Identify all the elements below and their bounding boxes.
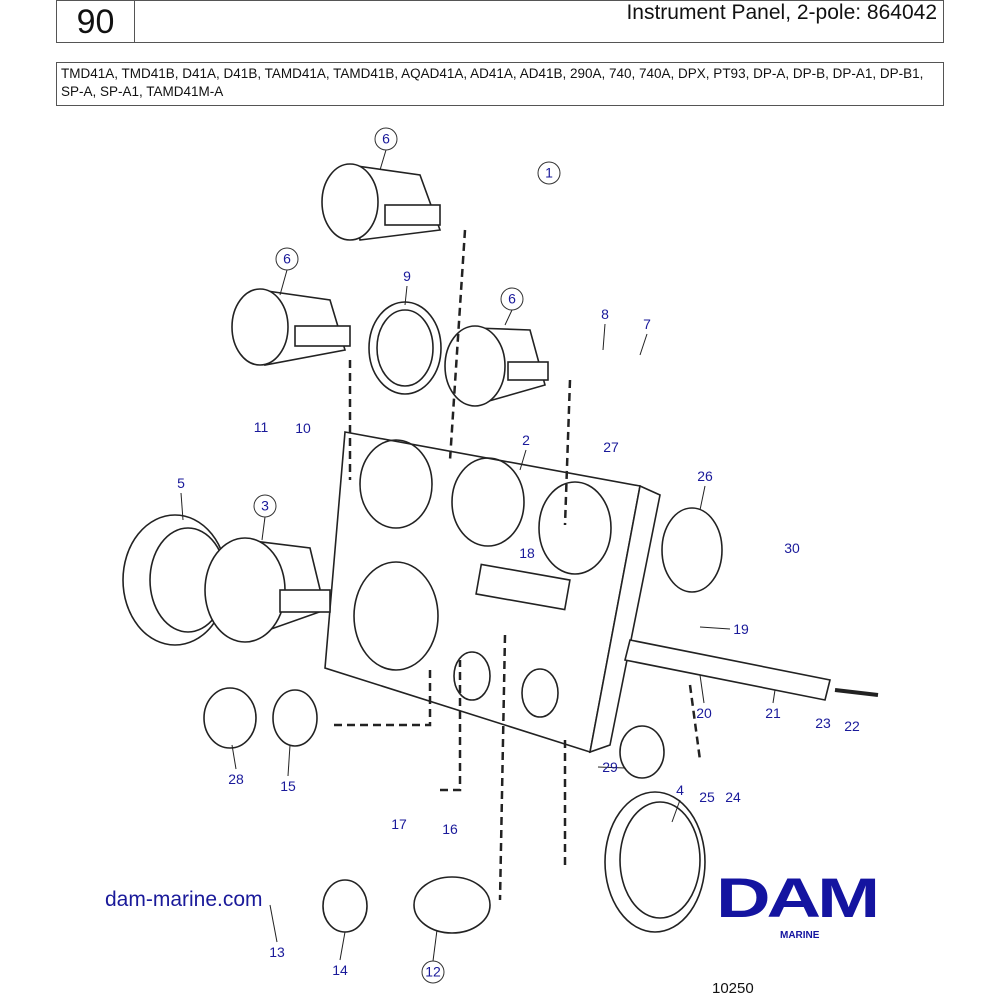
header-box: 90 Instrument Panel, 2-pole: 864042 — [56, 0, 944, 43]
cover-4 — [604, 791, 706, 933]
logo-subtitle: MARINE — [780, 930, 820, 941]
callout-19: 19 — [733, 621, 749, 637]
callout-6: 6 — [500, 287, 524, 311]
bezel-26 — [661, 507, 723, 593]
instrument-panel — [324, 431, 641, 754]
bracket-21 — [624, 639, 831, 701]
callout-7: 7 — [643, 316, 651, 332]
callout-27: 27 — [603, 439, 619, 455]
bezel-9 — [368, 301, 442, 395]
callout-6: 6 — [374, 127, 398, 151]
warning-light-strip — [475, 563, 571, 611]
figure-number: 10250 — [712, 980, 754, 997]
callout-2: 2 — [522, 432, 530, 448]
assembly-lines — [330, 229, 702, 901]
callout-21: 21 — [765, 705, 781, 721]
callout-23: 23 — [815, 715, 831, 731]
callout-11: 11 — [253, 419, 269, 435]
gauge-left — [231, 288, 351, 366]
callout-9: 9 — [403, 268, 411, 284]
callout-20: 20 — [696, 705, 712, 721]
cover-28 — [203, 687, 257, 749]
panel-hole — [359, 439, 433, 529]
page-title: Instrument Panel, 2-pole: 864042 — [626, 1, 937, 24]
callout-6: 6 — [275, 247, 299, 271]
panel-hole — [453, 651, 491, 701]
callout-14: 14 — [332, 962, 348, 978]
callout-5: 5 — [177, 475, 185, 491]
callout-17: 17 — [391, 816, 407, 832]
callout-15: 15 — [280, 778, 296, 794]
bezel-9-inner — [376, 309, 434, 387]
callout-29: 29 — [602, 759, 618, 775]
screw-22 — [834, 688, 879, 697]
website-link[interactable]: dam-marine.com — [105, 888, 263, 911]
callout-28: 28 — [228, 771, 244, 787]
callout-10: 10 — [295, 420, 311, 436]
section-number: 90 — [57, 1, 135, 42]
callout-26: 26 — [697, 468, 713, 484]
callout-30: 30 — [784, 540, 800, 556]
panel-edge — [588, 484, 661, 754]
panel-hole — [451, 457, 525, 547]
key-switch-housing — [413, 876, 491, 934]
connector-29 — [619, 725, 665, 779]
buzzer-15 — [272, 689, 318, 747]
panel-hole — [521, 668, 559, 718]
gauge-large — [204, 537, 331, 643]
callout-16: 16 — [442, 821, 458, 837]
leader-lines — [180, 149, 776, 962]
callout-18: 18 — [519, 545, 535, 561]
callout-22: 22 — [844, 718, 860, 734]
model-list: TMD41A, TMD41B, D41A, D41B, TAMD41A, TAM… — [56, 62, 944, 106]
callout-12: 12 — [421, 960, 445, 984]
callout-4: 4 — [676, 782, 684, 798]
dam-logo: DAM — [716, 866, 880, 929]
panel-hole — [538, 481, 612, 575]
callout-1: 1 — [537, 161, 561, 185]
callout-3: 3 — [253, 494, 277, 518]
callout-24: 24 — [725, 789, 741, 805]
gauge-top — [321, 163, 442, 241]
callout-8: 8 — [601, 306, 609, 322]
callout-13: 13 — [269, 944, 285, 960]
nut-14 — [322, 879, 368, 933]
panel-hole — [353, 561, 439, 671]
callout-25: 25 — [699, 789, 715, 805]
gauge-middle — [444, 325, 549, 407]
